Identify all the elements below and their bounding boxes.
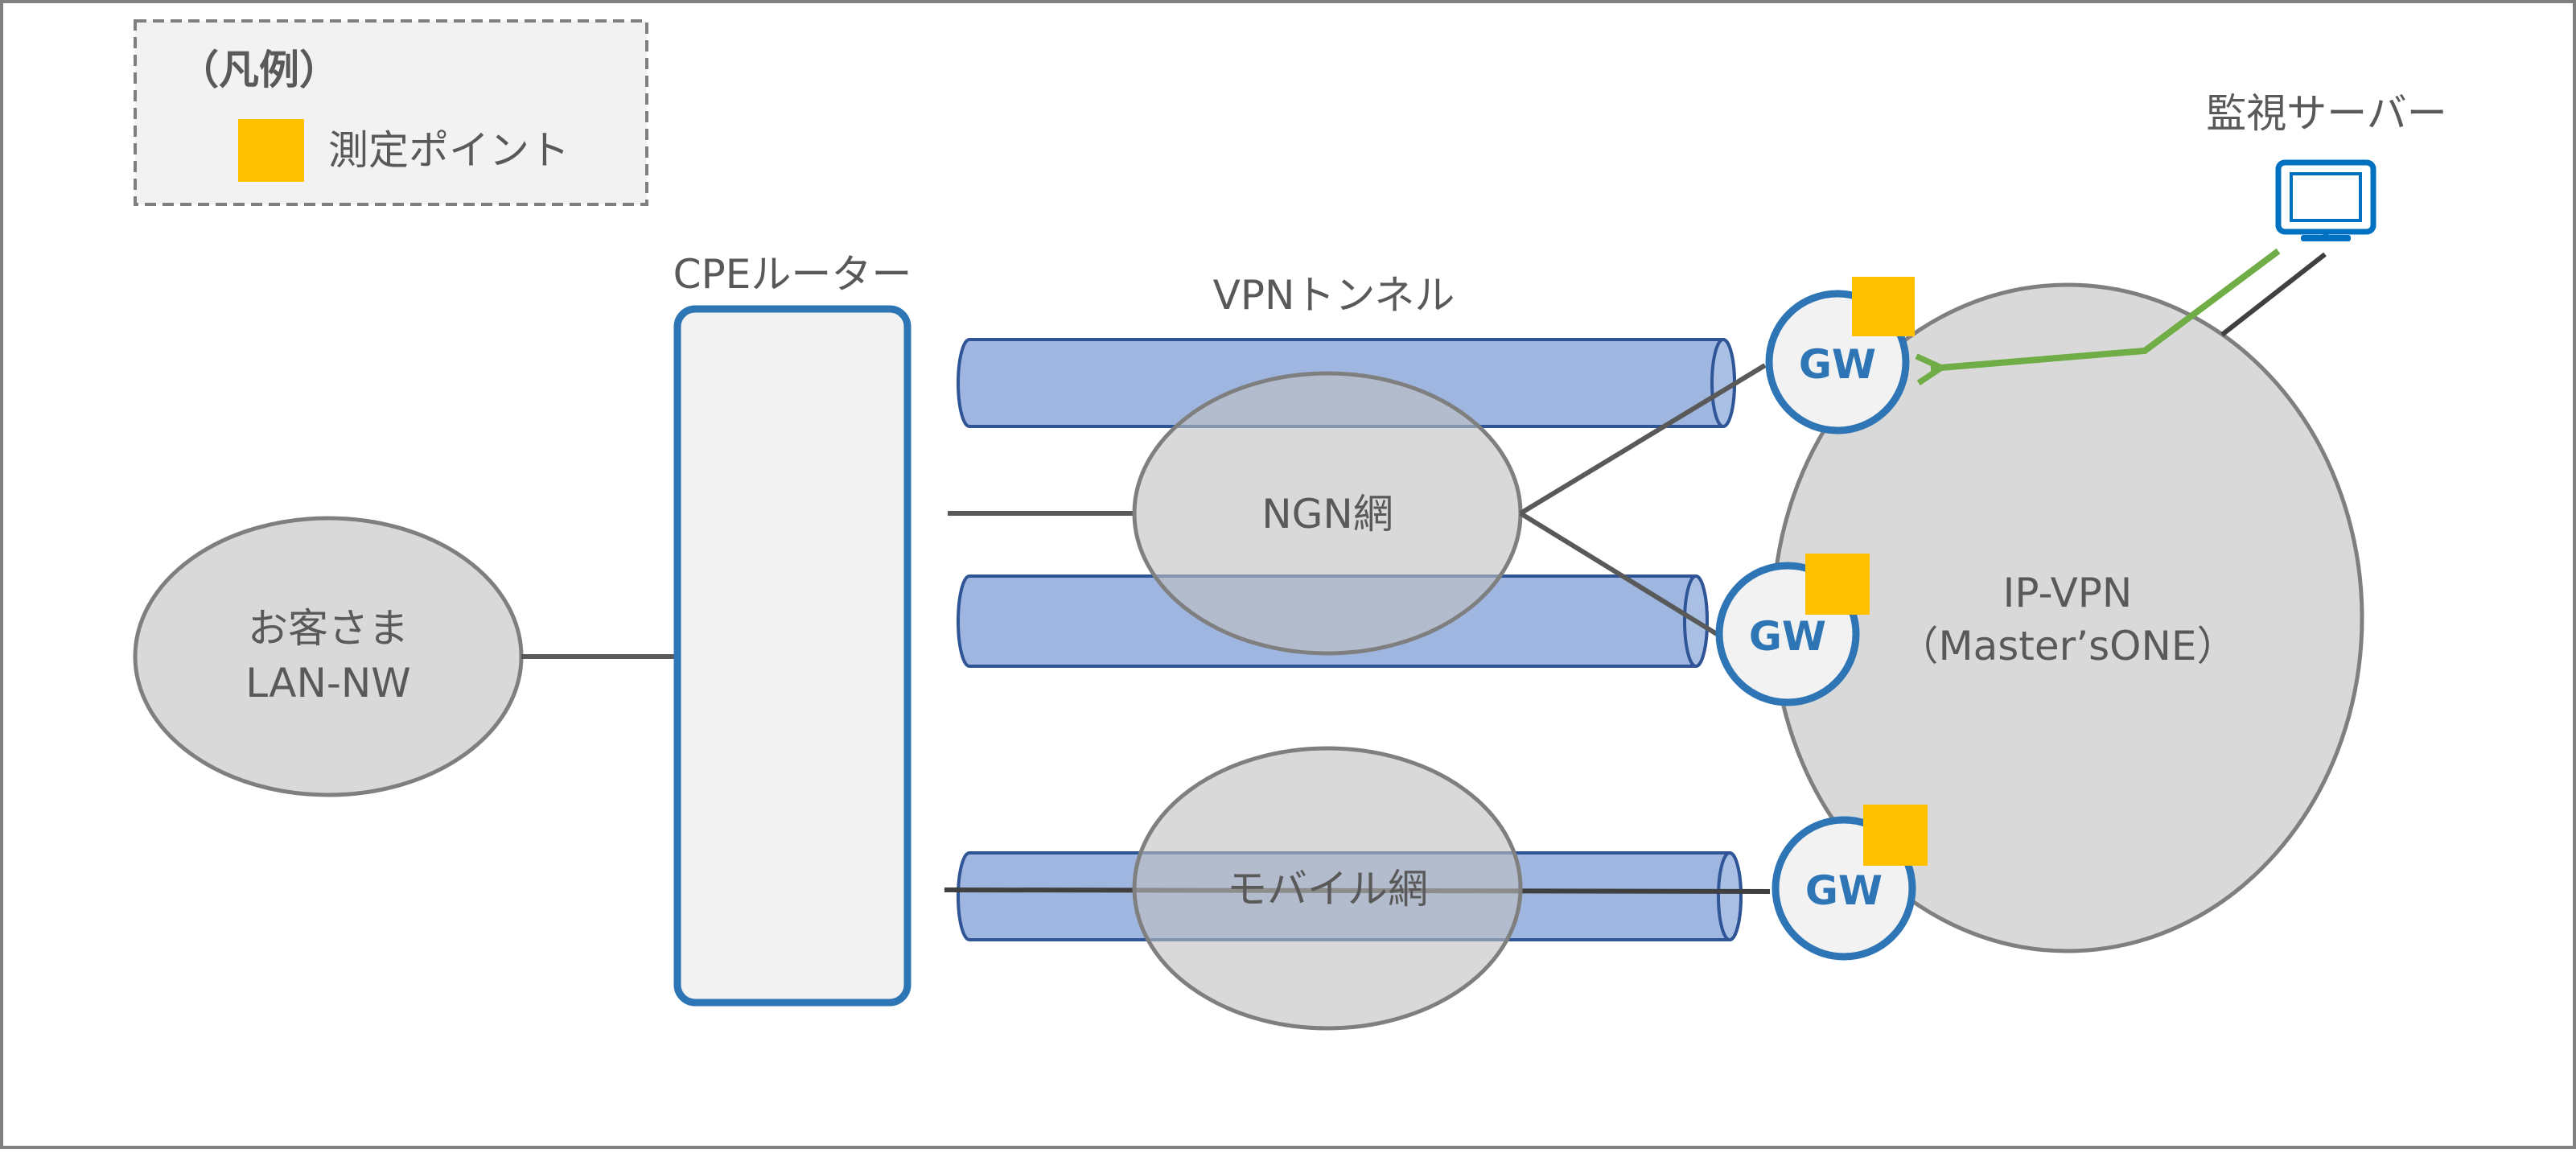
monitor-server-label: 監視サーバー — [2206, 90, 2447, 137]
cpe-router-label: CPEルーター — [673, 251, 912, 298]
ngn-gw2-link — [1519, 511, 1718, 636]
measurement-point-1 — [1852, 277, 1915, 336]
ipvpn-label-1: IP-VPN — [2003, 570, 2133, 616]
ngn-label: NGN網 — [1261, 491, 1393, 537]
cpe-router-box — [673, 305, 911, 1007]
legend: （凡例） 測定ポイント — [134, 19, 648, 206]
customer-lan-cloud — [133, 516, 524, 797]
customer-lan-label-1: お客さま — [248, 605, 409, 652]
gateway-1: GW — [1765, 277, 1915, 434]
gateway-2: GW — [1715, 554, 1870, 706]
gateway-2-label: GW — [1749, 613, 1826, 660]
monitor-path-arrow — [1931, 248, 2281, 369]
ipvpn-label-2: （Master’sONE） — [1898, 623, 2237, 669]
vpn-tunnel-label: VPNトンネル — [1213, 272, 1455, 319]
legend-marker — [238, 119, 304, 182]
gateway-1-label: GW — [1799, 341, 1876, 388]
legend-title: （凡例） — [179, 47, 339, 93]
measurement-point-2 — [1805, 554, 1870, 615]
gateway-3-label: GW — [1805, 867, 1883, 914]
monitor-icon — [2275, 159, 2376, 241]
gateway-3: GW — [1772, 805, 1928, 961]
monitor-ipvpn-link — [2220, 252, 2327, 337]
measurement-point-3 — [1863, 805, 1928, 866]
ngn-gw1-link — [1519, 363, 1767, 516]
mobile-cloud — [1132, 746, 1523, 1031]
mobile-label: モバイル網 — [1227, 866, 1428, 912]
customer-lan-label-2: LAN-NW — [245, 660, 411, 706]
legend-item-label: 測定ポイント — [328, 127, 570, 174]
legend-box — [134, 19, 648, 206]
